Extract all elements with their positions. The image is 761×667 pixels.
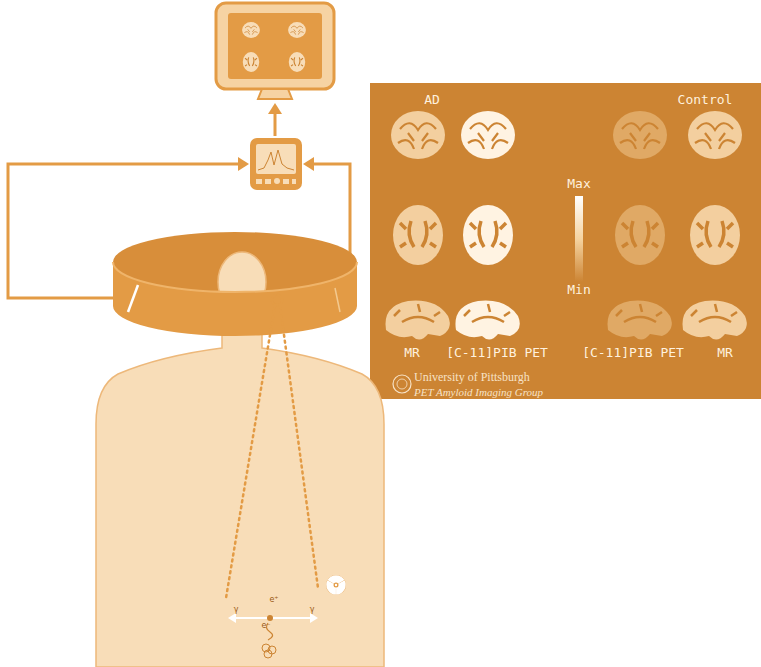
arrow-up [268,103,282,136]
zoom-leader [226,295,318,598]
particle-label: e⁺ [269,596,278,605]
magnified-view: γ e⁺ e⁻ γ [222,568,322,667]
arrow-head [303,157,314,171]
credit-text: PET Amyloid Imaging Group [414,386,543,398]
scanner-ring [113,232,357,336]
credit-text: University of Pittsburgh [414,371,530,384]
particle-label: e⁻ [261,622,270,631]
monitor [216,3,334,99]
radiation-symbol [323,575,348,597]
modality-label: MR [717,346,733,360]
modality-label: MR [404,346,420,360]
patient [96,318,384,667]
scale-label: Max [567,177,590,191]
image-panel: AD ControlMaxMinMR [C-11]PIB PET [C-11]PIB … [370,83,761,399]
modality-label: [C-11]PIB PET [582,346,684,360]
processor-unit [250,138,302,190]
signal-lines [8,164,350,298]
scale-label: Min [567,283,590,297]
group-label: AD [424,93,440,107]
photon-label: γ [234,606,239,615]
group-label: Control [678,93,733,107]
photon-label: γ [310,606,315,615]
modality-label: [C-11]PIB PET [446,346,548,360]
arrow-head [238,157,249,171]
